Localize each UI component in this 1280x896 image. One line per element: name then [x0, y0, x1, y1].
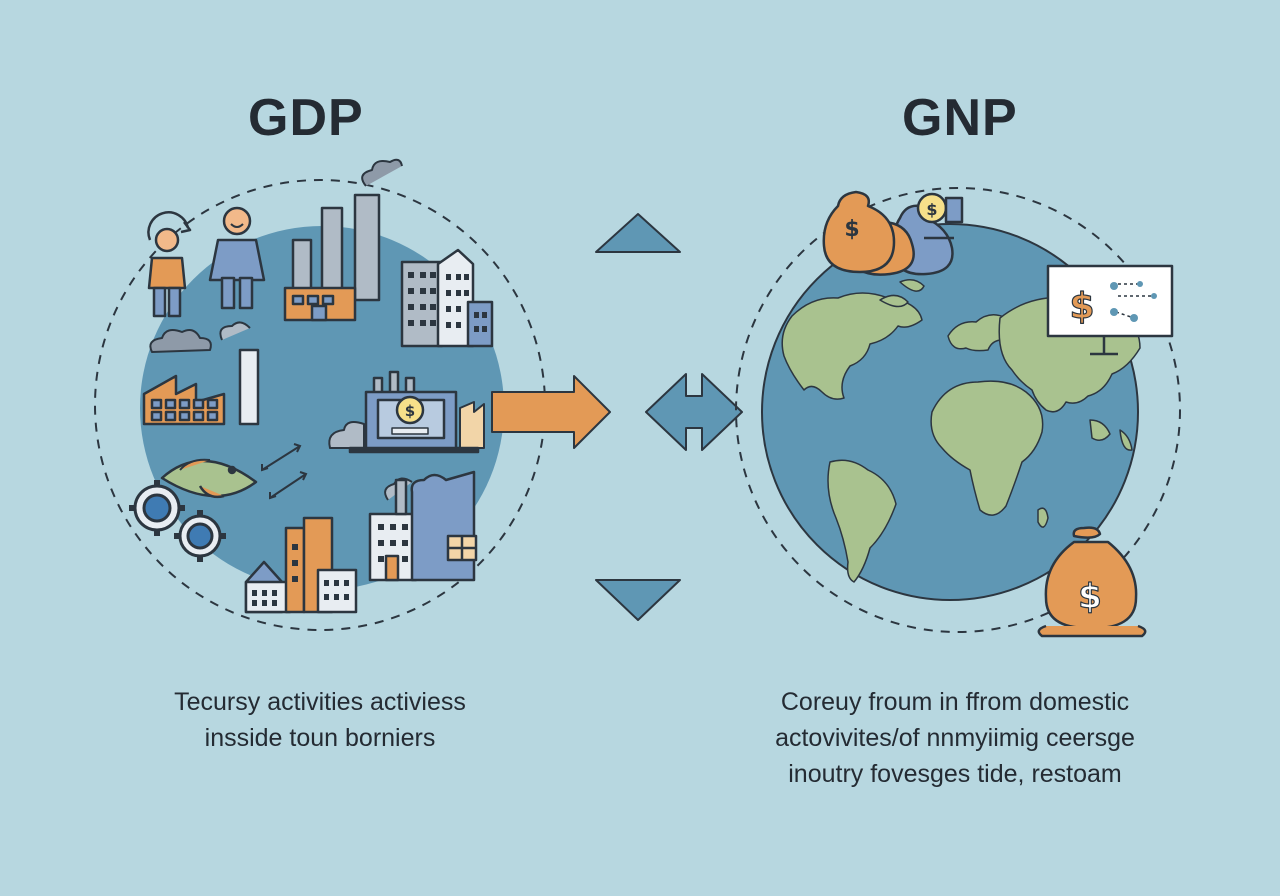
- bank-icon: $: [328, 370, 485, 454]
- gdp-caption-line-2: insside toun borniers: [204, 724, 436, 752]
- money-bag-large-icon: $: [1037, 526, 1147, 638]
- fish-icon: [160, 458, 258, 499]
- town-buildings-icon: [244, 470, 478, 614]
- bidirectional-arrow-icon: [645, 373, 743, 451]
- gnp-cluster: $ $ $ $: [735, 187, 1181, 638]
- money-bag-icon: $ $: [822, 190, 964, 276]
- gnp-caption-line-1: Coreuy froum in ffrom domestic: [780, 688, 1130, 716]
- bank-dollar-symbol: $: [405, 402, 415, 420]
- gnp-boundary-ring: [735, 187, 1181, 633]
- gnp-title: GNP: [902, 89, 1018, 147]
- arrow-right-icon: [491, 375, 611, 449]
- factory-small-icon: [142, 321, 260, 426]
- office-building-icon: [400, 248, 494, 348]
- board-dollar-symbol: $: [1069, 286, 1094, 327]
- gdp-cluster: $: [94, 158, 611, 631]
- exchange-arrows-icon: [261, 443, 308, 500]
- world-map-icon: [781, 279, 1141, 583]
- triangle-up-icon: [595, 213, 681, 253]
- chart-board-icon: $: [1046, 264, 1174, 356]
- bag-dollar-symbol: $: [844, 217, 859, 242]
- people-icon: [147, 206, 266, 318]
- gnp-caption: Coreuy froum in ffrom domestic actovivit…: [720, 684, 1190, 792]
- gdp-caption-line-1: Tecursy activities activiess: [174, 688, 466, 716]
- factory-icon: [283, 158, 403, 322]
- large-bag-dollar-symbol: $: [1078, 577, 1102, 617]
- gdp-caption: Tecursy activities activiess insside tou…: [100, 684, 540, 756]
- coin-dollar-symbol: $: [926, 200, 937, 219]
- gear-icon: [129, 480, 226, 562]
- gdp-title: GDP: [248, 89, 364, 147]
- gnp-caption-line-3: inoutry fovesges tide, restoam: [788, 760, 1122, 788]
- gnp-caption-line-2: actovivites/of nnmyiimig ceersge: [775, 724, 1135, 752]
- triangle-down-icon: [595, 579, 681, 621]
